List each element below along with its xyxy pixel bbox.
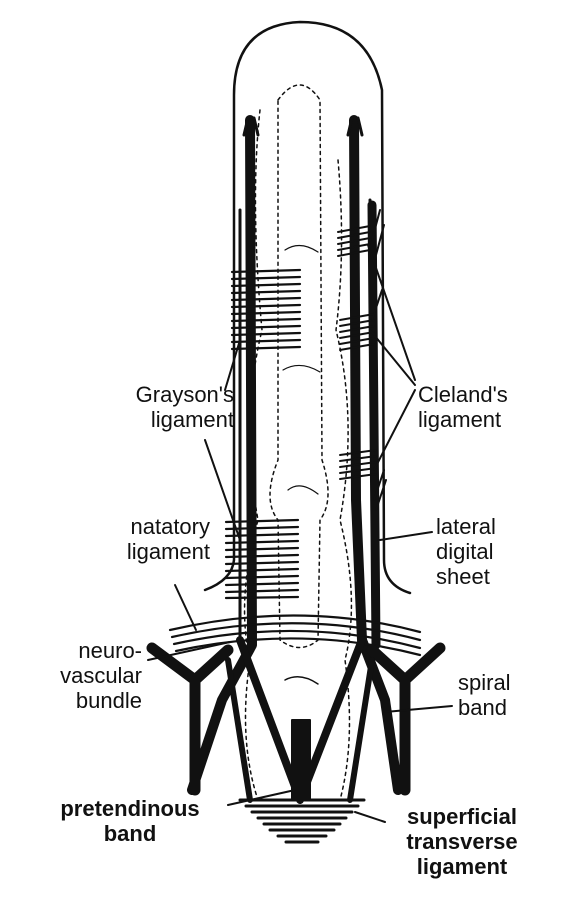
label-graysons-ligament: Grayson's ligament bbox=[64, 382, 234, 432]
label-natatory-ligament: natatory ligament bbox=[50, 514, 210, 564]
leader-spiral bbox=[385, 706, 452, 712]
label-neurovascular-bundle: neuro- vascular bundle bbox=[30, 638, 142, 713]
label-spiral-band: spiral band bbox=[458, 670, 568, 720]
leader-natatory bbox=[175, 585, 196, 630]
leader-lateral-sheet bbox=[380, 532, 432, 540]
label-clelands-ligament: Cleland's ligament bbox=[418, 382, 568, 432]
lateral-digital-sheet-band bbox=[372, 205, 376, 645]
natatory-ligament bbox=[170, 615, 420, 655]
superficial-transverse-ligament-shape bbox=[240, 800, 364, 842]
label-superficial-transverse-ligament: superficial transverse ligament bbox=[372, 804, 552, 879]
label-pretendinous-band: pretendinous band bbox=[30, 796, 230, 846]
left-neurovascular-bundle bbox=[192, 120, 252, 790]
leader-pretendinous bbox=[228, 790, 295, 805]
leader-clelands-3 bbox=[374, 390, 415, 470]
label-lateral-digital-sheet: lateral digital sheet bbox=[436, 514, 566, 589]
graysons-ligament-upper bbox=[232, 270, 300, 349]
right-spiral-band bbox=[372, 648, 440, 790]
